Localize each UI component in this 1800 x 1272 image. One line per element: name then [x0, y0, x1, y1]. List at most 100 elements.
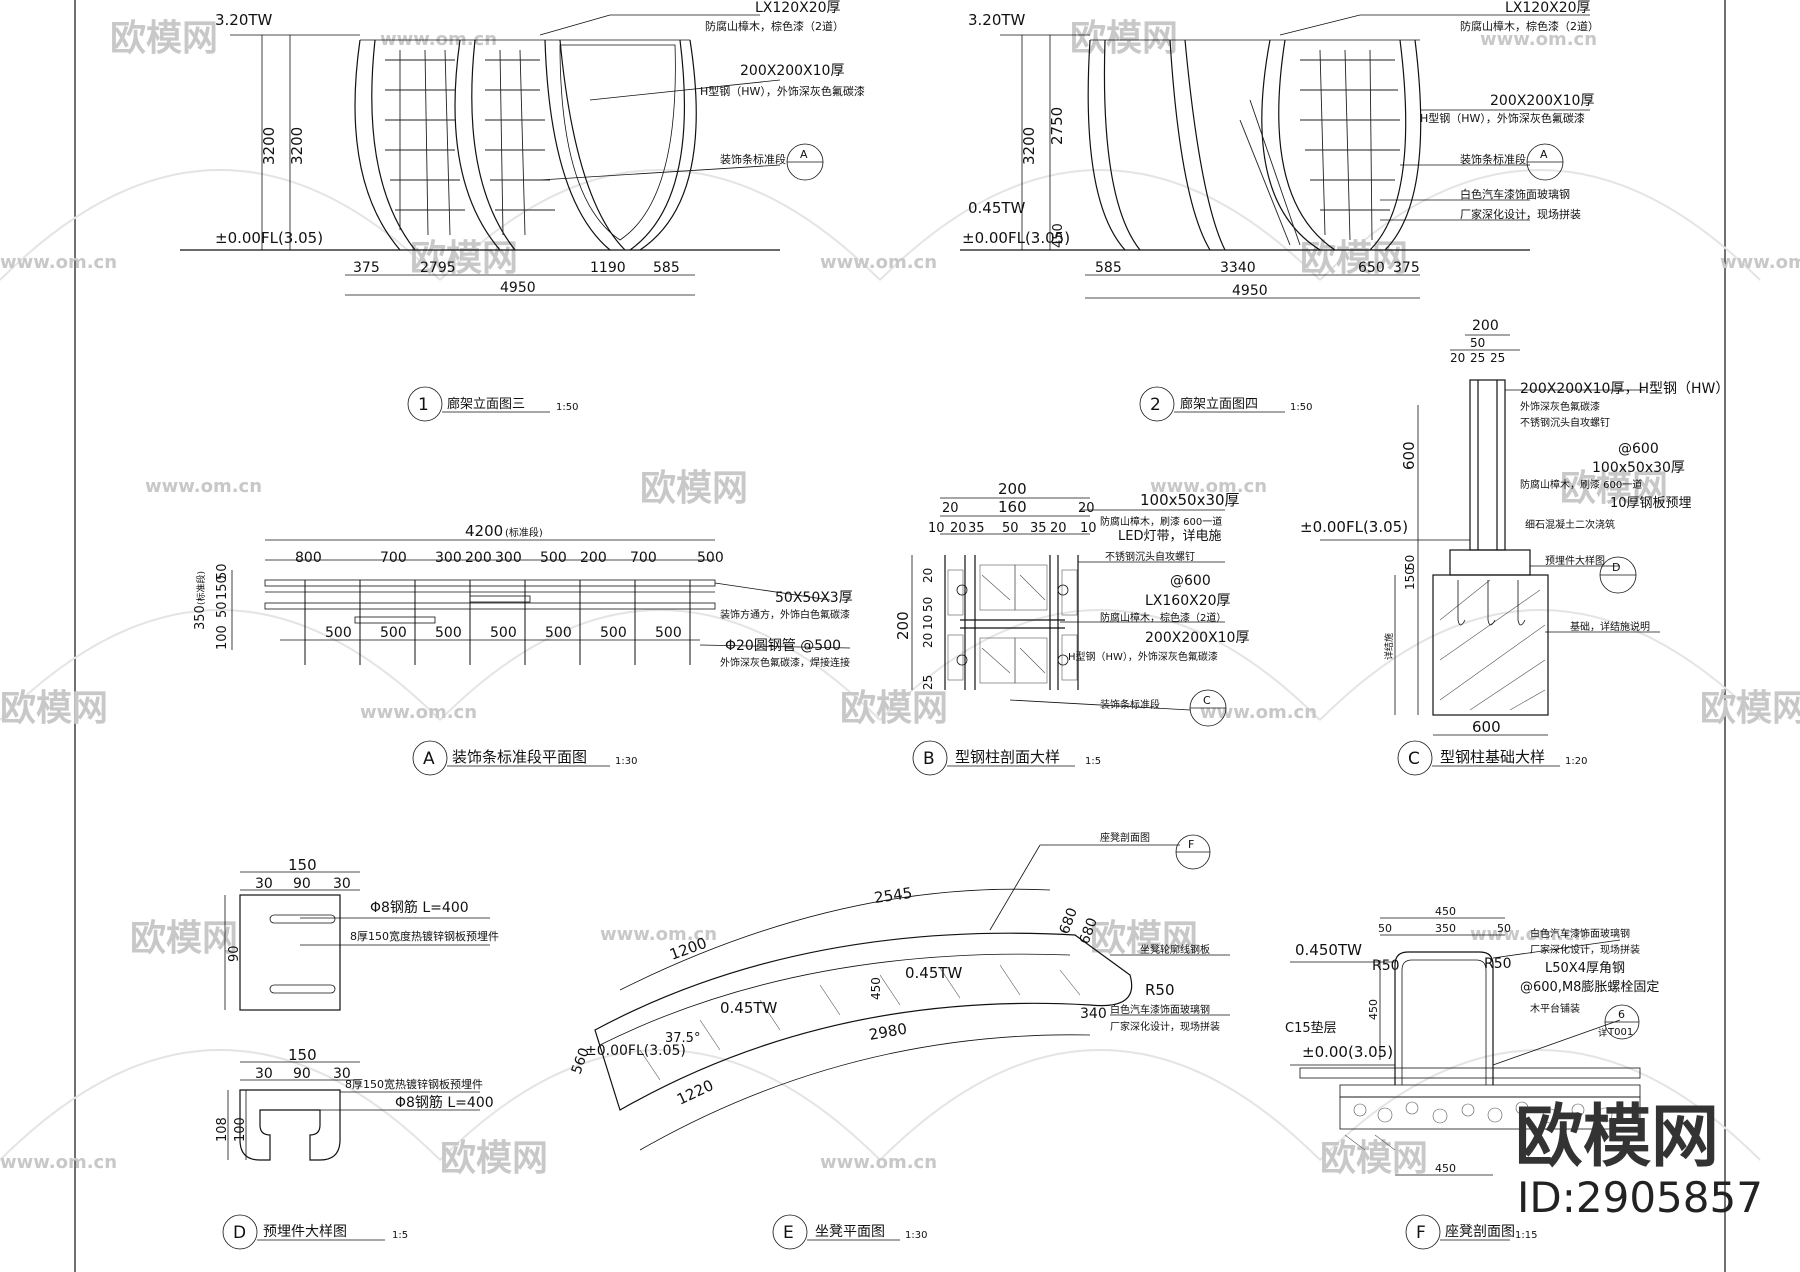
svg-text:1:50: 1:50: [556, 402, 578, 413]
svg-text:200: 200: [1472, 318, 1499, 334]
svg-text:装饰方通方，外饰白色氟碳漆: 装饰方通方，外饰白色氟碳漆: [720, 608, 850, 621]
svg-text:3200: 3200: [288, 127, 306, 165]
svg-text:585: 585: [653, 260, 680, 276]
svg-text:800: 800: [295, 550, 322, 566]
svg-text:350: 350: [1435, 922, 1456, 935]
svg-text:37.5°: 37.5°: [665, 1031, 700, 1046]
svg-text:700: 700: [380, 550, 407, 566]
svg-text:500: 500: [490, 625, 517, 641]
svg-text:1:20: 1:20: [1565, 756, 1587, 767]
svg-text:500: 500: [325, 625, 352, 641]
svg-text:2750: 2750: [1048, 107, 1066, 145]
svg-text:150: 150: [215, 575, 230, 600]
svg-text:www.om.cn: www.om.cn: [360, 702, 477, 723]
watermark-brands: 欧模网 欧模网 欧模网 欧模网 欧模网 欧模网 欧模网 欧模网 欧模网 欧模网 …: [0, 18, 1800, 1179]
svg-text:白色汽车漆饰面玻璃钢: 白色汽车漆饰面玻璃钢: [1530, 927, 1630, 940]
svg-text:白色汽车漆饰面玻璃钢: 白色汽车漆饰面玻璃钢: [1460, 187, 1570, 201]
svg-text:www.om.cn: www.om.cn: [1480, 29, 1597, 50]
svg-text:坐凳轮廓线钢板: 坐凳轮廓线钢板: [1140, 943, 1210, 956]
svg-text:厂家深化设计，现场拼装: 厂家深化设计，现场拼装: [1460, 207, 1581, 221]
svg-text:450: 450: [1435, 1162, 1456, 1175]
svg-text:1:15: 1:15: [1515, 1230, 1537, 1241]
svg-text:详: 详: [1598, 1027, 1607, 1039]
svg-text:欧模网: 欧模网: [1300, 238, 1408, 279]
svg-text:不锈钢沉头自攻螺钉: 不锈钢沉头自攻螺钉: [1105, 550, 1195, 563]
svg-text:0.45TW: 0.45TW: [968, 199, 1026, 217]
svg-text:1:5: 1:5: [392, 1230, 408, 1241]
svg-text:Φ8钢筋 L=400: Φ8钢筋 L=400: [395, 1094, 494, 1111]
svg-text:200X200X10厚: 200X200X10厚: [1490, 93, 1594, 109]
svg-text:160: 160: [998, 498, 1027, 516]
svg-text:C: C: [1408, 749, 1420, 769]
svg-text:50: 50: [1002, 521, 1019, 536]
svg-text:H型钢（HW），外饰深灰色氟碳漆: H型钢（HW），外饰深灰色氟碳漆: [700, 84, 865, 98]
detail-d-embedded-part: 150 30 90 30 90 Φ8钢筋 L=400 8厚150宽度热镀锌钢板预…: [215, 856, 499, 1250]
svg-text:10: 10: [921, 615, 935, 630]
svg-text:欧模网: 欧模网: [110, 18, 218, 59]
svg-text:8厚150宽热镀锌钢板预埋件: 8厚150宽热镀锌钢板预埋件: [345, 1077, 483, 1091]
svg-text:200: 200: [580, 550, 607, 566]
svg-text:1:5: 1:5: [1085, 756, 1101, 767]
svg-text:廊架立面图四: 廊架立面图四: [1180, 396, 1258, 412]
svg-text:6: 6: [1618, 1008, 1625, 1021]
watermark-pattern: [0, 169, 1761, 1161]
svg-text:20: 20: [1078, 501, 1095, 516]
svg-text:D: D: [1612, 561, 1620, 574]
svg-text:H型钢（HW），外饰深灰色氟碳漆: H型钢（HW），外饰深灰色氟碳漆: [1420, 111, 1585, 125]
detail-c-column-foundation: 200 50 20 25 25 ±0.00FL(3.05) 600 50 150…: [1300, 318, 1729, 776]
svg-text:欧模网: 欧模网: [1700, 688, 1800, 729]
svg-text:www.om.cn: www.om.cn: [0, 252, 117, 273]
svg-text:680: 680: [1057, 906, 1081, 937]
svg-text:欧模网: 欧模网: [640, 468, 748, 509]
svg-text:欧模网: 欧模网: [840, 688, 948, 729]
svg-text:欧模网: 欧模网: [0, 688, 108, 729]
svg-text:LX120X20厚: LX120X20厚: [1505, 0, 1591, 16]
svg-text:350: 350: [193, 605, 208, 630]
svg-text:A: A: [800, 148, 808, 161]
svg-text:500: 500: [545, 625, 572, 641]
svg-text:A: A: [1540, 148, 1548, 161]
svg-text:A: A: [423, 749, 435, 769]
svg-text:20: 20: [1450, 351, 1465, 365]
svg-text:50: 50: [1470, 336, 1485, 350]
svg-text:防腐山樟木，刷漆 600一道: 防腐山樟木，刷漆 600一道: [1100, 515, 1222, 528]
svg-text:150: 150: [288, 1046, 317, 1064]
svg-text:装饰条标准段: 装饰条标准段: [1460, 152, 1526, 166]
svg-text:3200: 3200: [1020, 127, 1038, 165]
svg-text:±0.00FL(3.05): ±0.00FL(3.05): [215, 229, 323, 247]
svg-text:108: 108: [215, 1117, 230, 1142]
svg-text:3.20TW: 3.20TW: [215, 11, 273, 29]
svg-text:10: 10: [1080, 521, 1097, 536]
svg-text:500: 500: [655, 625, 682, 641]
svg-text:50: 50: [1497, 922, 1511, 935]
svg-text:300: 300: [435, 550, 462, 566]
svg-text:450: 450: [1367, 999, 1380, 1020]
svg-text:www.om.cn: www.om.cn: [1720, 252, 1800, 273]
detail-b-steel-column-section: 200 160 20 20 10 20 35 50 35 20 10: [894, 480, 1249, 776]
svg-text:www.om.cn: www.om.cn: [820, 1152, 937, 1173]
svg-text:预埋件大样图: 预埋件大样图: [1545, 554, 1605, 567]
svg-text:375: 375: [353, 260, 380, 276]
svg-text:90: 90: [227, 945, 242, 962]
svg-text:2980: 2980: [868, 1020, 909, 1044]
svg-text:3340: 3340: [1220, 260, 1256, 276]
svg-text:2795: 2795: [420, 260, 456, 276]
svg-text:200X200X10厚: 200X200X10厚: [1145, 630, 1249, 646]
svg-text:装饰条标准段: 装饰条标准段: [1100, 698, 1160, 711]
svg-text:4950: 4950: [500, 280, 536, 296]
svg-text:C: C: [1203, 694, 1211, 707]
svg-text:±0.00FL(3.05): ±0.00FL(3.05): [962, 229, 1070, 247]
svg-text:30: 30: [255, 1066, 273, 1082]
svg-text:±0.00FL(3.05): ±0.00FL(3.05): [1300, 518, 1408, 536]
svg-text:欧模网: 欧模网: [1090, 918, 1198, 959]
svg-text:3200: 3200: [260, 127, 278, 165]
svg-text:LX120X20厚: LX120X20厚: [755, 0, 841, 16]
svg-text:1: 1: [418, 395, 429, 415]
svg-text:装饰条标准段: 装饰条标准段: [720, 152, 786, 166]
svg-text:欧模网: 欧模网: [1070, 18, 1178, 59]
svg-text:R50: R50: [1145, 981, 1175, 999]
svg-text:90: 90: [293, 876, 311, 892]
svg-text:厂家深化设计，现场拼装: 厂家深化设计，现场拼装: [1530, 943, 1640, 956]
svg-text:25: 25: [1470, 351, 1485, 365]
